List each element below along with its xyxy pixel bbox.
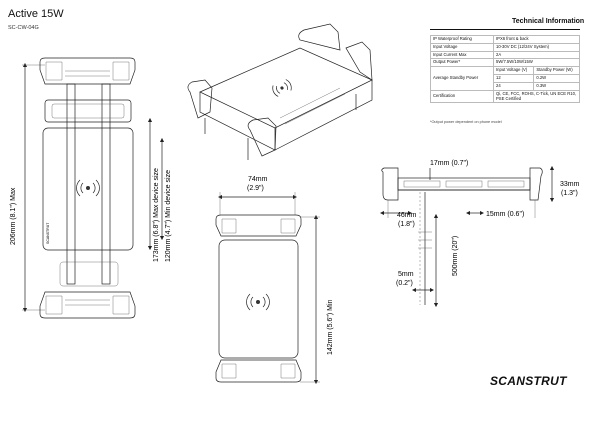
- label-33mm: 33mm: [560, 181, 580, 188]
- heading-rule: [430, 29, 580, 30]
- bottom-clamp: [39, 291, 136, 319]
- spec-row-certification: Certification Qi, CE, FCC, ROHS, C-Tick,…: [430, 89, 580, 104]
- device-brand-label: SCANSTRUT: [46, 222, 50, 244]
- standby-power: 0.3W: [533, 81, 580, 91]
- min-bottom-clamp: [215, 359, 302, 383]
- spec-value: Qi, CE, FCC, ROHS, C-Tick, UN ECE R10, P…: [493, 89, 580, 104]
- label-device-min: 120mm (4.7") Min device size: [165, 170, 172, 262]
- label-5mm: 5mm: [398, 271, 414, 278]
- charging-pad: [42, 127, 134, 251]
- label-46mm: 46mm: [397, 212, 417, 219]
- side-clamp-left: [381, 167, 399, 201]
- standby-voltage: 24: [492, 81, 535, 91]
- iso-plate-top: [199, 47, 373, 129]
- label-height-min: 142mm (5.6") Min: [327, 300, 334, 355]
- footnote: *Output power dependent on phone model: [430, 120, 502, 124]
- front-view-min: [215, 192, 320, 385]
- side-clamp-right: [529, 167, 543, 201]
- side-view: [379, 165, 555, 308]
- scanstrut-logo: SCANSTRUT: [490, 374, 567, 388]
- label-46mm-in: (1.8"): [398, 221, 415, 228]
- label-width: 74mm: [248, 176, 268, 183]
- label-5mm-in: (0.2"): [396, 280, 413, 287]
- label-width-in: (2.9"): [247, 185, 264, 192]
- front-view-max: [22, 57, 165, 319]
- isometric-view: [187, 23, 373, 160]
- label-device-max: 173mm (6.8") Max device size: [153, 168, 160, 262]
- spec-label: Average Standby Power: [430, 66, 494, 91]
- min-wireless-icon: [246, 293, 270, 311]
- label-15mm: 15mm (0.6"): [486, 211, 524, 218]
- label-cable: 500mm (20"): [452, 236, 459, 276]
- label-height-max: 206mm (8.1") Max: [10, 187, 17, 245]
- rail-right: [101, 83, 111, 285]
- technical-information-heading: Technical Information: [512, 18, 585, 25]
- label-17mm: 17mm (0.7"): [430, 160, 468, 167]
- technical-information-table: IP Waterproof Rating IPX6 front & back I…: [430, 35, 580, 104]
- iso-clamp-bottom: [187, 79, 213, 119]
- spec-label: Certification: [430, 89, 494, 104]
- upper-housing: [44, 99, 132, 123]
- rail-left: [66, 83, 76, 285]
- top-clamp: [39, 57, 136, 85]
- iso-clamp-top: [298, 23, 341, 51]
- iso-wireless-icon: [272, 79, 292, 97]
- min-top-clamp: [215, 214, 302, 237]
- min-charging-pad: [218, 239, 299, 359]
- wireless-charging-icon: [76, 179, 100, 197]
- model-code: SC-CW-04G: [8, 25, 39, 31]
- product-title: Active 15W: [8, 8, 64, 20]
- spec-row-standby-24: 24 0.3W: [431, 81, 580, 91]
- side-body: [397, 177, 531, 191]
- label-33mm-in: (1.3"): [561, 190, 578, 197]
